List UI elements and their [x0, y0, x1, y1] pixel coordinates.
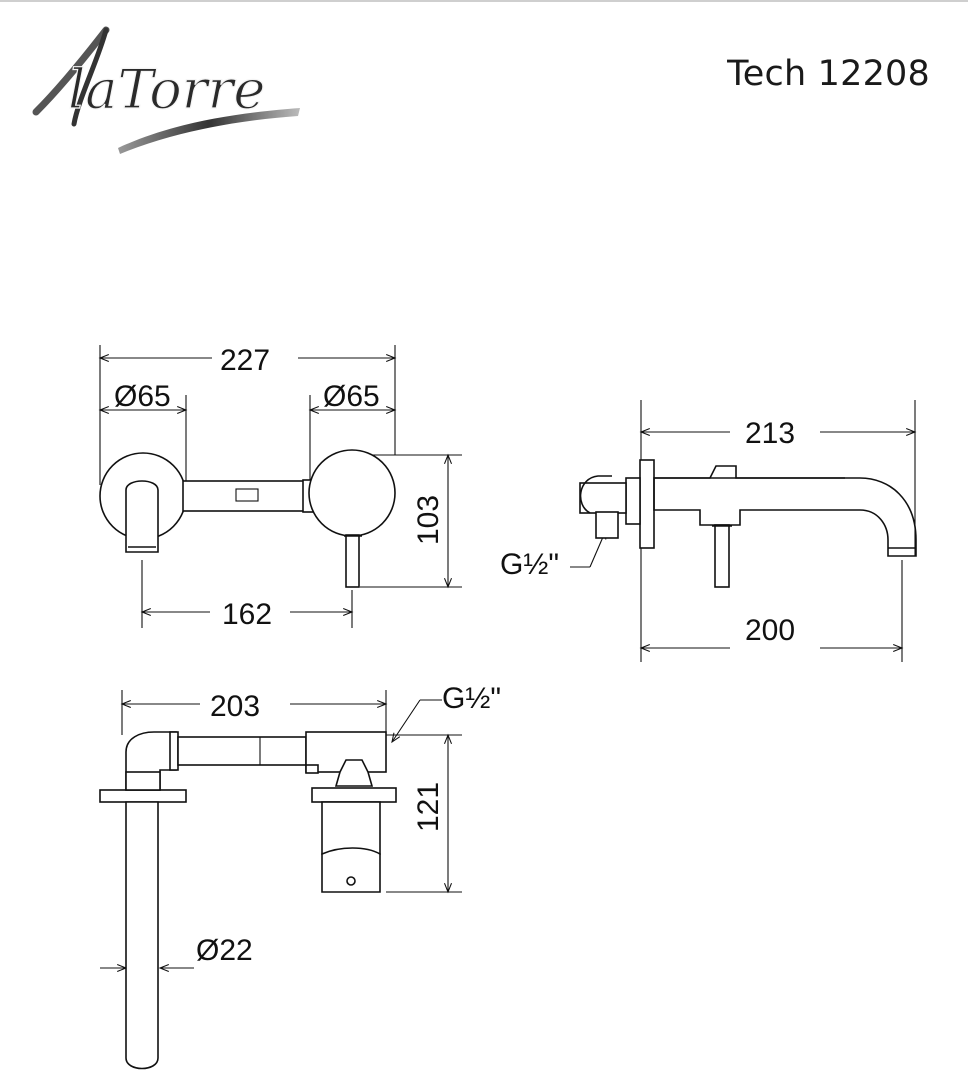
- dim-top-depth: 121: [412, 782, 445, 832]
- top-view: 203 G½" 121 Ø22: [99, 682, 501, 1070]
- logo-wordmark: laTorre: [68, 58, 265, 121]
- dim-top-thread: G½": [442, 682, 501, 715]
- model-title: Tech 12208: [727, 54, 930, 94]
- dim-front-spacing: 162: [222, 598, 272, 631]
- top-border-line: [0, 0, 968, 2]
- side-view: 213 200 G½": [500, 400, 917, 662]
- dim-front-height: 103: [412, 495, 445, 545]
- brand-logo: laTorre: [28, 20, 318, 160]
- dim-front-width: 227: [220, 344, 270, 377]
- dim-side-length-bottom: 200: [745, 614, 795, 647]
- dim-top-length: 203: [210, 690, 260, 723]
- front-view: 227 Ø65 Ø65 103 162: [98, 344, 462, 631]
- dim-front-right-diameter: Ø65: [323, 380, 380, 413]
- dim-side-length-top: 213: [745, 417, 795, 450]
- dim-spout-diameter: Ø22: [196, 934, 253, 967]
- dim-front-left-diameter: Ø65: [114, 380, 171, 413]
- dim-side-thread: G½": [500, 548, 559, 581]
